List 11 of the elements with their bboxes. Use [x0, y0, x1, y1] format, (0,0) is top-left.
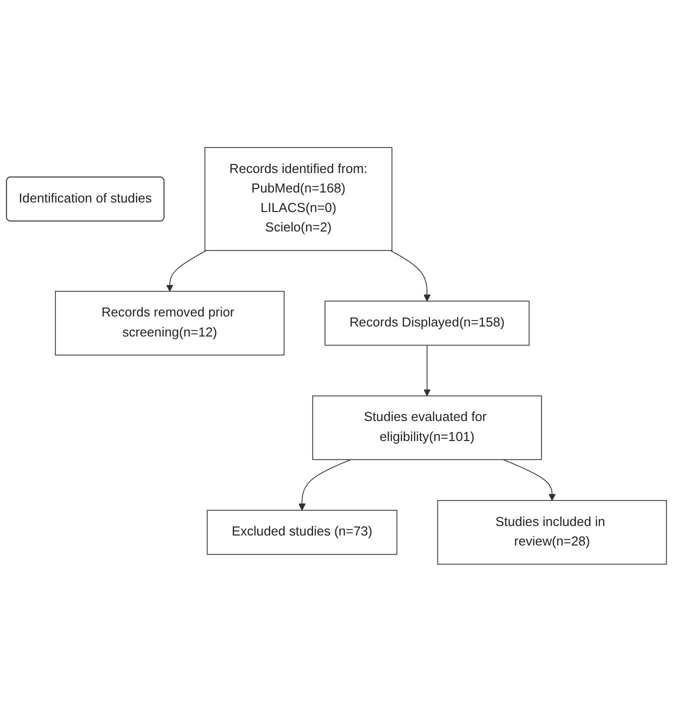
arrow: [390, 250, 431, 302]
arrow: [298, 459, 352, 511]
node-box: Records Displayed(n=158): [324, 300, 530, 346]
node-box: Records identified from: PubMed(n=168) LILACS(n=0) Scielo(n=2): [204, 147, 392, 251]
arrow: [423, 344, 431, 396]
node-box: Studies included in review(n=28): [437, 500, 667, 565]
arrow: [166, 250, 207, 292]
node-box: Studies evaluated for eligibility(n=101): [312, 396, 542, 460]
node-box: Excluded studies (n=73): [206, 510, 398, 555]
arrow: [502, 459, 556, 501]
node-box: Records removed prior screening(n=12): [54, 291, 285, 356]
